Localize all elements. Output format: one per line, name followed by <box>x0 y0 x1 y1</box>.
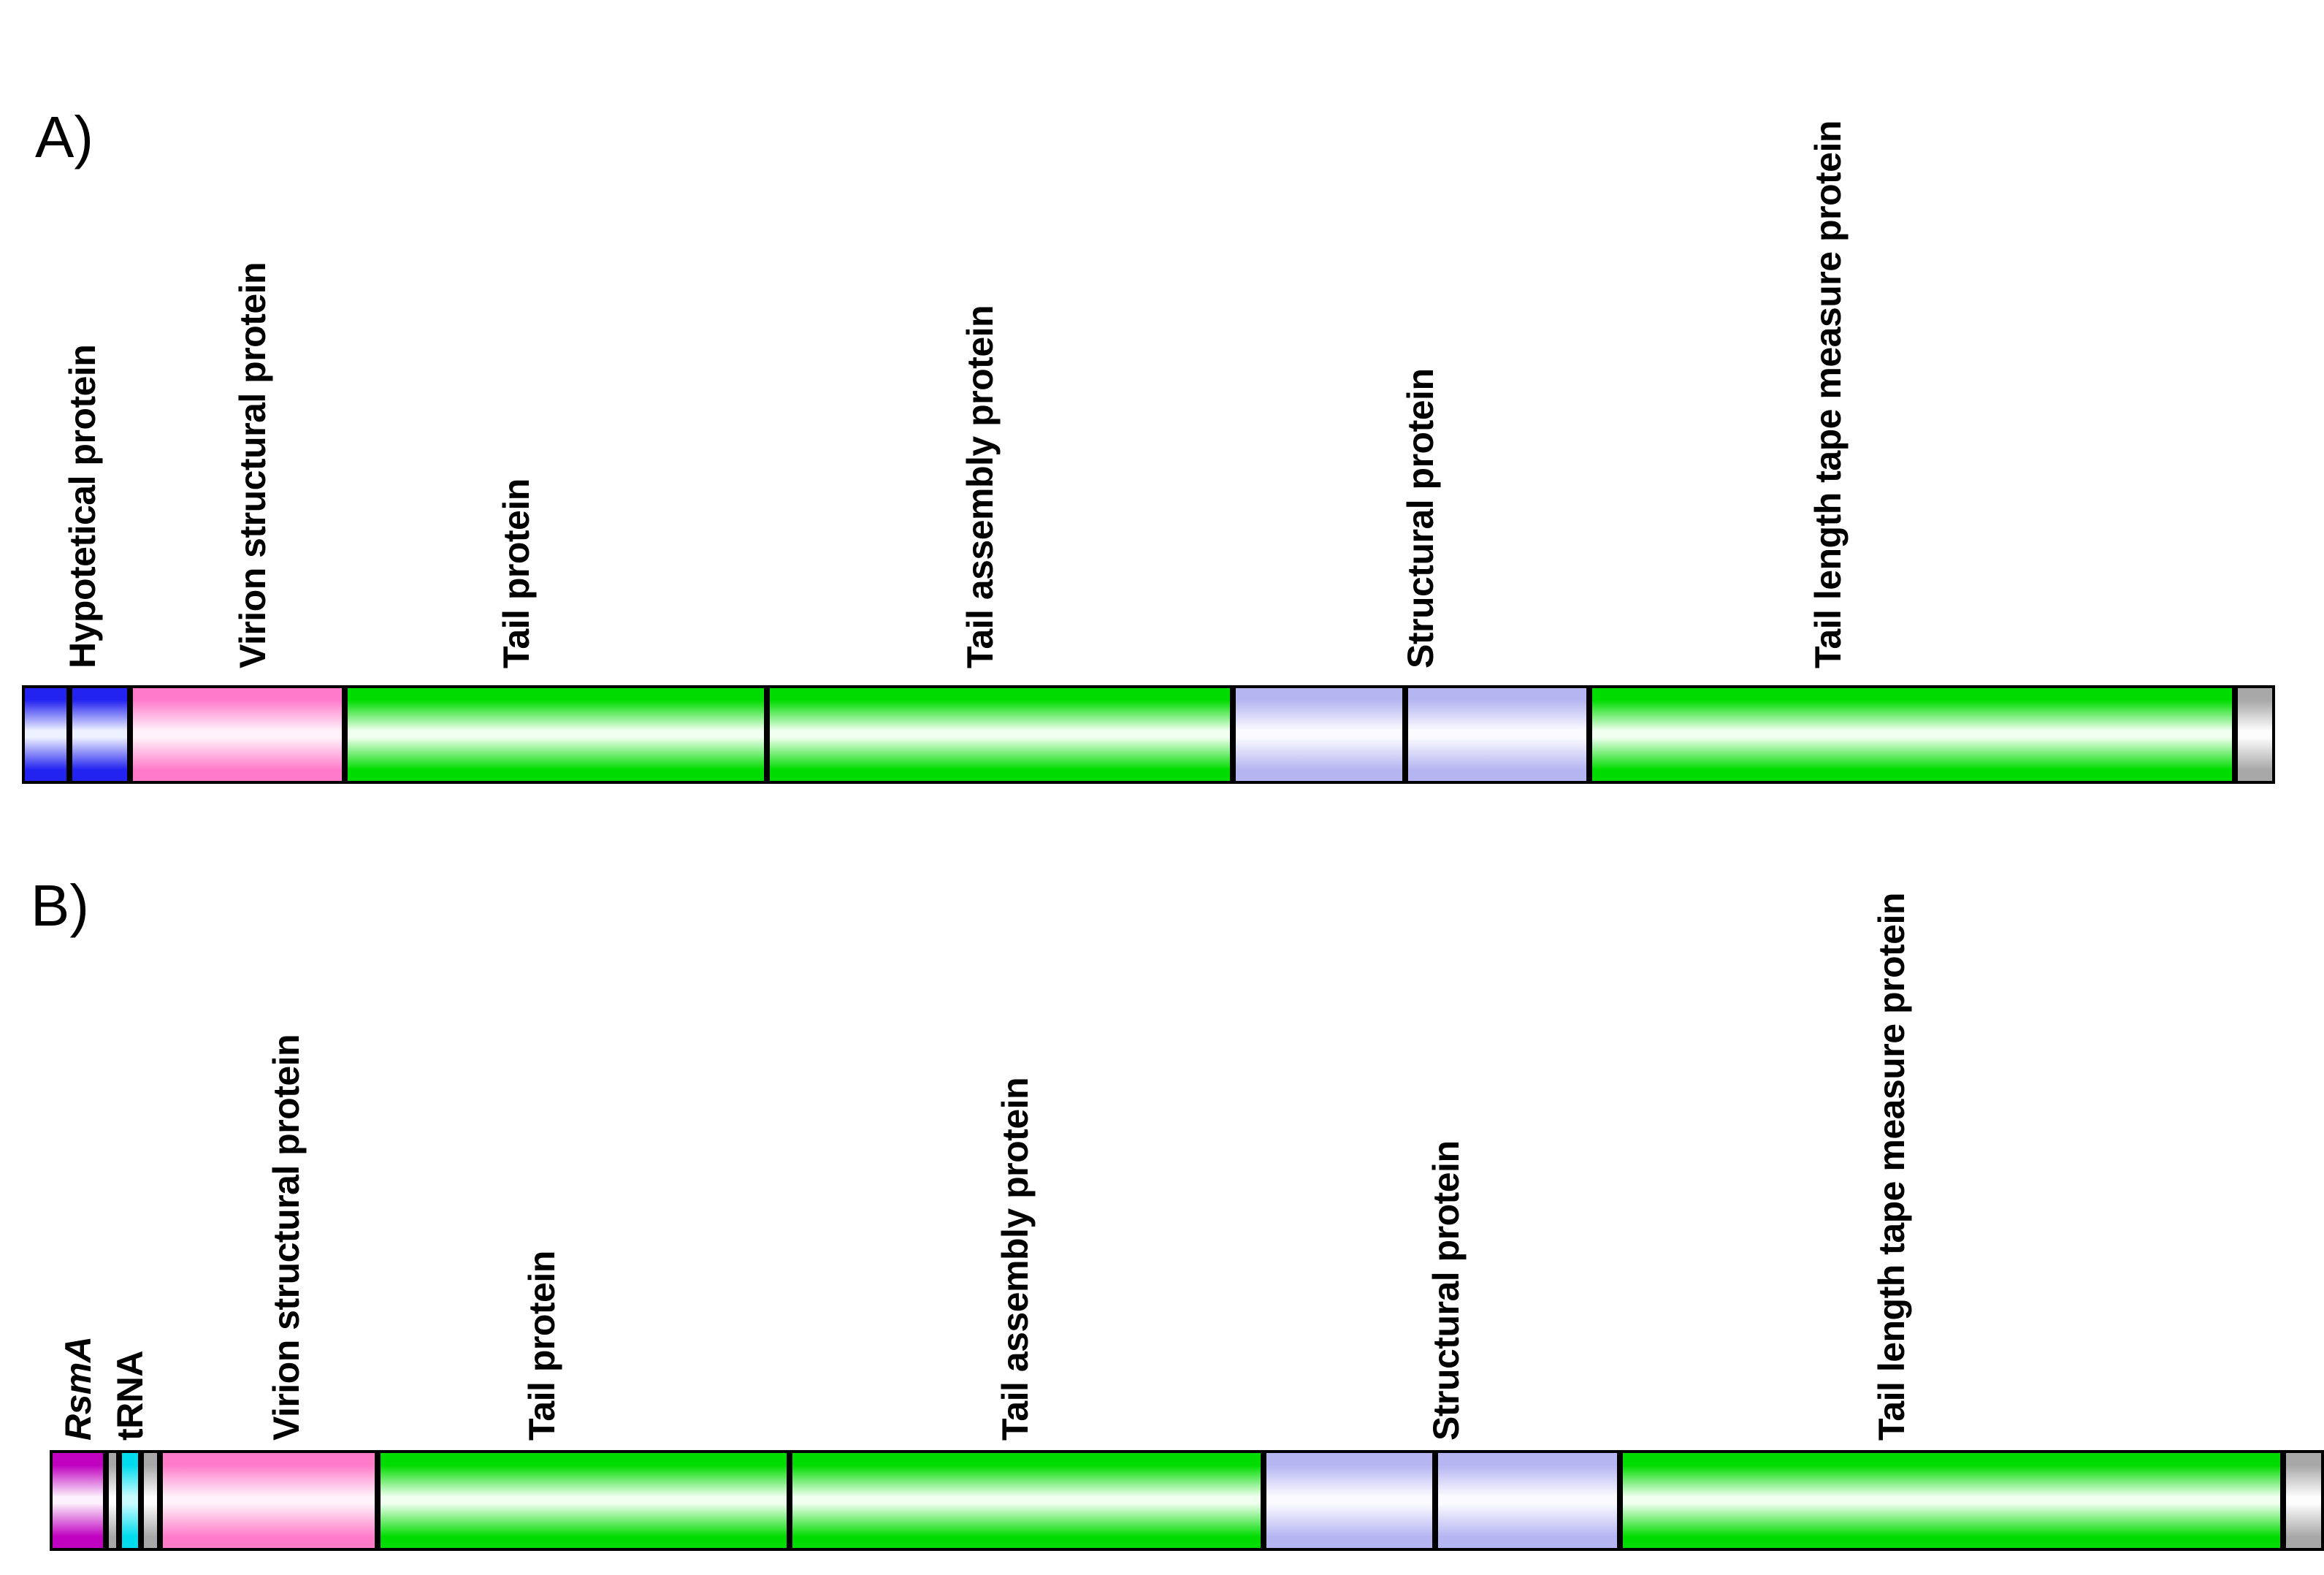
tail-length-tape-measure-protein-gene-segment <box>1620 1450 2283 1551</box>
gene-label: Structural protein <box>1426 1140 1467 1441</box>
end-cap-segment <box>2283 1450 2324 1551</box>
tail-protein-gene-segment <box>345 685 767 784</box>
tRNA-gene-segment <box>119 1450 141 1551</box>
gene-label: Tail assembly protein <box>960 305 1001 668</box>
structural-protein-gene-2-segment <box>1405 685 1589 784</box>
gene-label: RsmA <box>58 1336 99 1441</box>
hypothetical-protein-gene-2-segment <box>69 685 130 784</box>
gene-label: Tail protein <box>496 478 537 668</box>
gene-label: Structural protein <box>1400 368 1441 668</box>
virion-structural-protein-gene-segment <box>130 685 345 784</box>
tail-protein-gene-segment <box>378 1450 790 1551</box>
gene-label: Virion structural protein <box>266 1034 307 1441</box>
panel-b-letter: B) <box>31 873 89 938</box>
tail-assembly-protein-gene-segment <box>790 1450 1264 1551</box>
spacer-gene-2-segment <box>141 1450 160 1551</box>
gene-label: tRNA <box>110 1351 150 1441</box>
gene-label: Tail length tape measure protein <box>1808 121 1849 668</box>
gene-label: Virion structural protein <box>232 262 273 668</box>
gene-label: Tail protein <box>521 1251 562 1441</box>
genome-bar-B <box>50 1450 2324 1551</box>
tail-length-tape-measure-protein-gene-segment <box>1589 685 2235 784</box>
virion-structural-protein-gene-segment <box>160 1450 378 1551</box>
hypothetical-protein-gene-1-segment <box>22 685 69 784</box>
gene-label: Tail assembly protein <box>995 1077 1036 1441</box>
gene-label: Hypotetical protein <box>62 344 103 668</box>
structural-protein-gene-1-segment <box>1264 1450 1435 1551</box>
structural-protein-gene-2-segment <box>1435 1450 1620 1551</box>
gene-label: Tail length tape measure protein <box>1871 893 1912 1441</box>
panel-a-letter: A) <box>35 104 93 169</box>
tail-assembly-protein-gene-segment <box>767 685 1233 784</box>
spacer-gene-1-segment <box>106 1450 119 1551</box>
structural-protein-gene-1-segment <box>1233 685 1405 784</box>
end-cap-segment <box>2235 685 2275 784</box>
genome-bar-A <box>22 685 2275 784</box>
rsmA-gene-segment <box>50 1450 106 1551</box>
